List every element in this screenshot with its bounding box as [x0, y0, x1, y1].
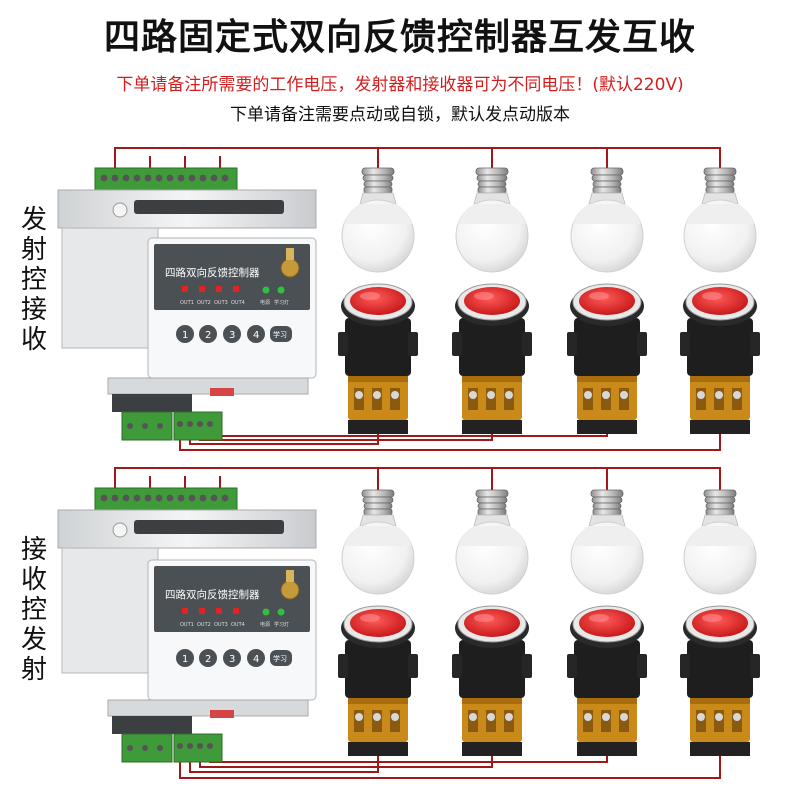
- learn-button: 学习: [273, 330, 287, 339]
- light-bulb-icon: [341, 167, 415, 273]
- out-label: OUT3: [214, 300, 228, 306]
- mode-note: 下单请备注需要点动或自锁，默认发点动版本: [230, 105, 570, 125]
- light-bulb-icon: [570, 489, 644, 595]
- page-title: 四路固定式双向反馈控制器互发互收: [103, 17, 696, 58]
- panel-label: 四路双向反馈控制器: [165, 588, 260, 601]
- push-button-icon: [679, 605, 761, 757]
- panel-label: 四路双向反馈控制器: [165, 266, 260, 279]
- learn-button: 学习: [273, 654, 287, 663]
- out-label: OUT2: [197, 622, 211, 628]
- light-bulb-icon: [570, 167, 644, 273]
- out-label: OUT4: [231, 300, 245, 306]
- remote-button-1: 1: [182, 330, 188, 341]
- light-bulb-icon: [455, 167, 529, 273]
- light-bulb-icon: [683, 489, 757, 595]
- out-label: OUT4: [231, 622, 245, 628]
- remote-button-3: 3: [229, 654, 235, 665]
- indicator-label: 学习灯: [274, 299, 289, 306]
- light-bulb-icon: [341, 489, 415, 595]
- out-label: OUT1: [180, 622, 194, 628]
- antenna-icon: [286, 570, 294, 582]
- light-bulb-icon: [683, 167, 757, 273]
- side-label-transmit-controls-receive: 发 射 控 接 收: [20, 205, 47, 355]
- out-label: OUT2: [197, 300, 211, 306]
- remote-button-4: 4: [253, 654, 259, 665]
- controller-unit-1: 四路双向反馈控制器 OUT1 OUT2 OUT3 OUT4 电源 学习灯 1 2…: [57, 167, 317, 441]
- indicator-label: 电源: [260, 299, 270, 306]
- remote-button-3: 3: [229, 330, 235, 341]
- push-button-icon: [679, 283, 761, 435]
- push-button-icon: [337, 605, 419, 757]
- light-bulb-icon: [455, 489, 529, 595]
- voltage-note: 下单请备注所需要的工作电压，发射器和接收器可为不同电压！(默认220V): [116, 75, 684, 95]
- push-button-icon: [566, 283, 648, 435]
- side-label-receive-controls-transmit: 接 收 控 发 射: [20, 535, 47, 685]
- push-button-icon: [451, 605, 533, 757]
- push-button-icon: [337, 283, 419, 435]
- controller-unit-2: 四路双向反馈控制器 OUT1 OUT2 OUT3 OUT4 电源 学习灯 1 2…: [57, 487, 317, 763]
- remote-button-4: 4: [253, 330, 259, 341]
- indicator-label: 学习灯: [274, 621, 289, 628]
- indicator-label: 电源: [260, 621, 270, 628]
- push-button-icon: [451, 283, 533, 435]
- out-label: OUT1: [180, 300, 194, 306]
- out-label: OUT3: [214, 622, 228, 628]
- antenna-icon: [286, 248, 294, 260]
- remote-button-1: 1: [182, 654, 188, 665]
- push-button-icon: [566, 605, 648, 757]
- remote-button-2: 2: [205, 330, 211, 341]
- remote-button-2: 2: [205, 654, 211, 665]
